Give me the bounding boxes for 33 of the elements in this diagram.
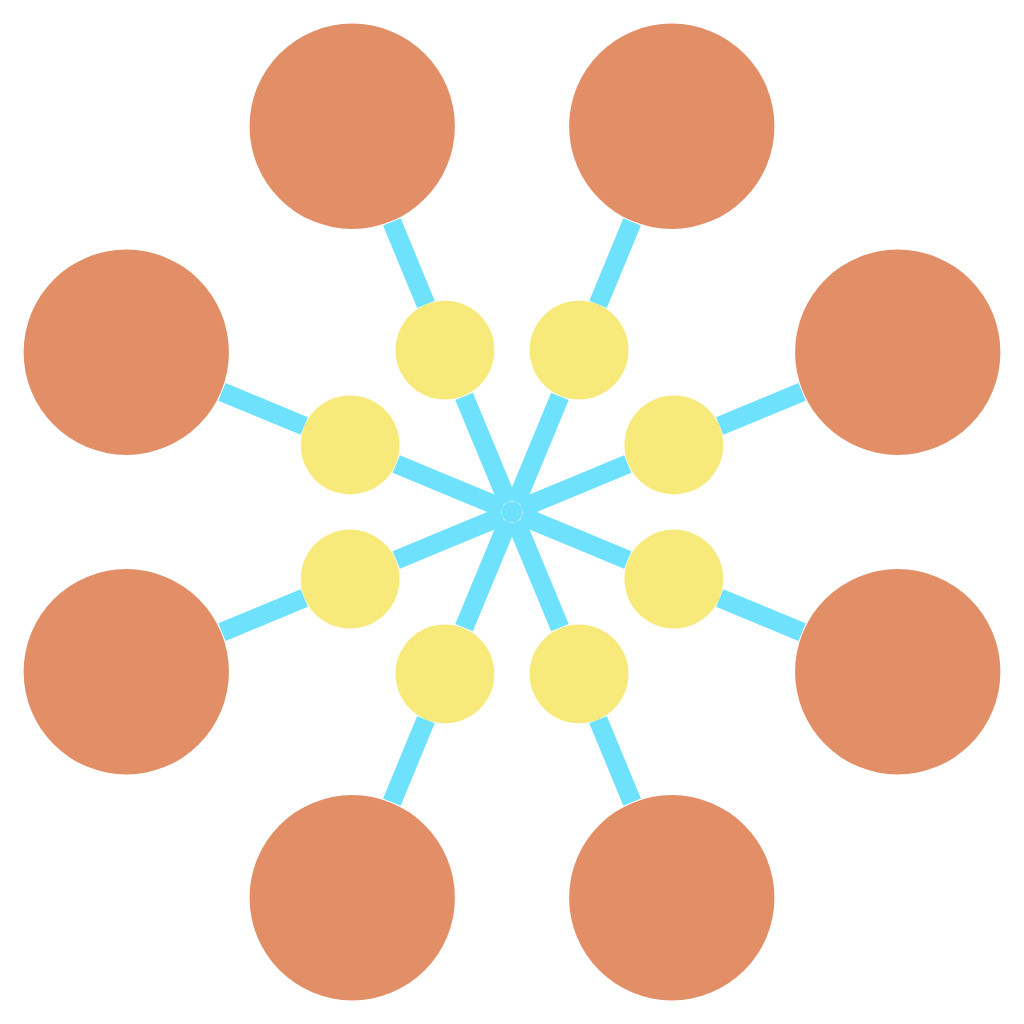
connector bbox=[589, 716, 641, 806]
connector bbox=[507, 392, 569, 506]
connector bbox=[507, 518, 569, 632]
connector bbox=[716, 589, 806, 641]
connector bbox=[518, 455, 632, 517]
connector bbox=[455, 518, 517, 632]
node-circle bbox=[395, 624, 495, 724]
node-circle bbox=[795, 249, 1001, 455]
connector bbox=[518, 507, 632, 569]
node-circle bbox=[395, 300, 495, 400]
connector bbox=[383, 716, 435, 806]
node-point bbox=[501, 501, 523, 523]
connector bbox=[392, 455, 506, 517]
node-circle bbox=[23, 569, 229, 775]
connector bbox=[392, 507, 506, 569]
node-circle bbox=[529, 624, 629, 724]
node-circle bbox=[569, 795, 775, 1001]
node-circle bbox=[624, 395, 724, 495]
connector bbox=[716, 383, 806, 435]
node-circle bbox=[569, 23, 775, 229]
node-circle bbox=[300, 395, 400, 495]
node-circle bbox=[529, 300, 629, 400]
node-circle bbox=[795, 569, 1001, 775]
node-circle bbox=[249, 795, 455, 1001]
node-circle bbox=[624, 529, 724, 629]
connector bbox=[218, 383, 308, 435]
connector bbox=[455, 392, 517, 506]
node-circle bbox=[300, 529, 400, 629]
connector bbox=[218, 589, 308, 641]
node-circle bbox=[23, 249, 229, 455]
node-circle bbox=[249, 23, 455, 229]
connector bbox=[589, 218, 641, 308]
connector bbox=[383, 218, 435, 308]
